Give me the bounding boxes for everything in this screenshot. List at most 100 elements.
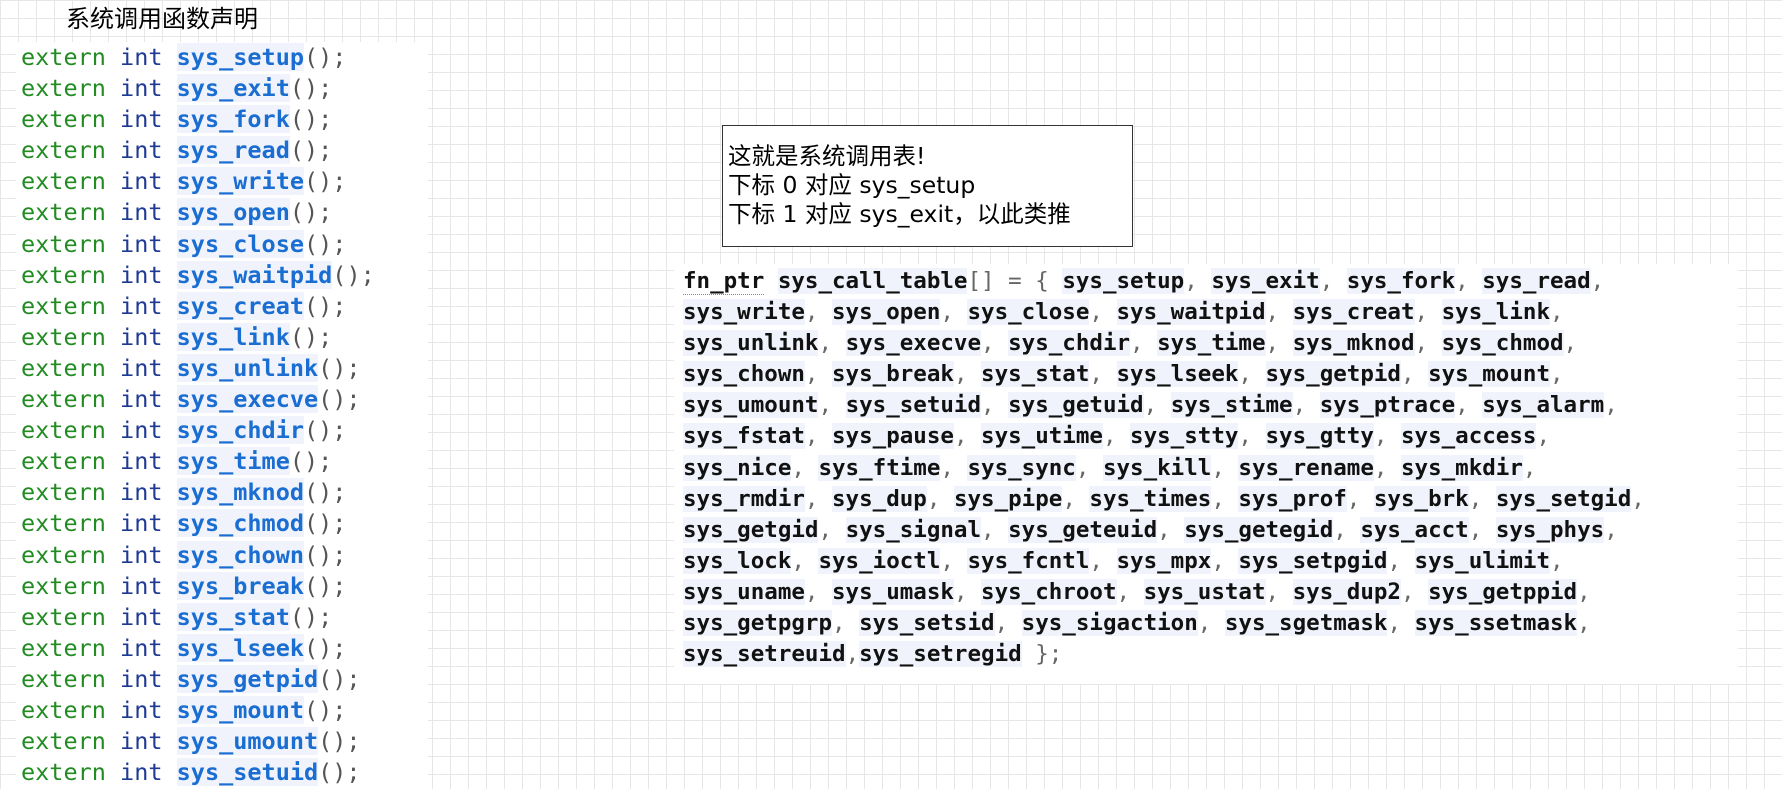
int-keyword: int bbox=[120, 602, 163, 631]
declaration-line: extern int sys_link(); bbox=[16, 322, 428, 353]
table-entry: sys_setuid bbox=[845, 392, 982, 419]
declaration-line: extern int sys_stat(); bbox=[16, 602, 428, 633]
comma: , bbox=[1157, 516, 1171, 543]
function-name: sys_open bbox=[176, 198, 290, 227]
declaration-suffix: (); bbox=[318, 353, 361, 382]
declaration-suffix: (); bbox=[304, 43, 347, 71]
comma: , bbox=[1265, 578, 1280, 605]
comma: , bbox=[926, 485, 941, 512]
table-entry: sys_umount bbox=[683, 392, 819, 419]
declaration-suffix: (); bbox=[318, 727, 361, 756]
section-title: 系统调用函数声明 bbox=[66, 5, 258, 33]
function-name: sys_waitpid bbox=[176, 260, 333, 289]
table-entry: sys_geteuid bbox=[1008, 516, 1158, 543]
function-name: sys_mknod bbox=[176, 478, 304, 507]
comma: , bbox=[1089, 361, 1103, 388]
int-keyword: int bbox=[120, 353, 163, 382]
table-entry: sys_sigaction bbox=[1021, 610, 1198, 637]
table-entry: sys_setup bbox=[1062, 268, 1185, 294]
table-entry: sys_ustat bbox=[1143, 578, 1266, 605]
int-keyword: int bbox=[120, 664, 163, 693]
table-entry: sys_getuid bbox=[1008, 392, 1144, 419]
table-entry: sys_mpx bbox=[1116, 547, 1212, 574]
table-entry: sys_unlink bbox=[683, 330, 819, 357]
table-entry: sys_ftime bbox=[818, 454, 941, 481]
comma: , bbox=[1455, 268, 1469, 294]
comma: , bbox=[1130, 330, 1144, 357]
syscall-table-code-block: fn_ptr sys_call_table[] = { sys_setup, s… bbox=[674, 264, 1738, 684]
callout-line: 下标 1 对应 sys_exit，以此类推 bbox=[728, 200, 1071, 228]
declaration-suffix: (); bbox=[289, 136, 333, 165]
comma: , bbox=[1400, 578, 1415, 605]
comma: , bbox=[1590, 268, 1605, 294]
extern-keyword: extern bbox=[21, 74, 106, 103]
declaration-line: extern int sys_waitpid(); bbox=[16, 260, 428, 291]
table-entry: sys_fork bbox=[1346, 268, 1456, 294]
table-entry: sys_setpgid bbox=[1238, 547, 1388, 574]
extern-keyword: extern bbox=[21, 136, 106, 165]
table-code-line: sys_write, sys_open, sys_close, sys_wait… bbox=[683, 297, 1738, 328]
declaration-line: extern int sys_lseek(); bbox=[16, 633, 428, 664]
table-entry: sys_alarm bbox=[1482, 392, 1605, 419]
table-entry: sys_umask bbox=[832, 578, 954, 605]
table-entry: sys_setregid bbox=[859, 641, 1022, 668]
table-open: [] = { bbox=[967, 268, 1049, 294]
comma: , bbox=[981, 392, 995, 419]
int-keyword: int bbox=[120, 322, 163, 351]
comma: , bbox=[1522, 454, 1537, 481]
comma: , bbox=[804, 361, 819, 388]
declaration-line: extern int sys_mount(); bbox=[16, 695, 428, 726]
callout-line: 下标 0 对应 sys_setup bbox=[728, 171, 976, 199]
extern-keyword: extern bbox=[21, 322, 106, 351]
declaration-suffix: (); bbox=[304, 695, 347, 724]
function-name: sys_setuid bbox=[176, 758, 319, 787]
declaration-suffix: (); bbox=[304, 229, 347, 258]
comma: , bbox=[1414, 330, 1429, 357]
declaration-line: extern int sys_break(); bbox=[16, 571, 428, 602]
int-keyword: int bbox=[120, 105, 163, 134]
table-entry: sys_rename bbox=[1238, 454, 1374, 481]
table-entry: sys_waitpid bbox=[1116, 299, 1266, 326]
table-code-line: sys_setreuid,sys_setregid }; bbox=[683, 639, 1738, 670]
table-code-line: sys_rmdir, sys_dup, sys_pipe, sys_times,… bbox=[683, 484, 1738, 515]
table-entry: sys_pipe bbox=[953, 485, 1063, 512]
int-keyword: int bbox=[120, 74, 163, 103]
table-entry: sys_setgid bbox=[1495, 485, 1632, 512]
declaration-line: extern int sys_creat(); bbox=[16, 291, 428, 322]
declaration-suffix: (); bbox=[289, 322, 333, 351]
comma: , bbox=[818, 392, 833, 419]
function-name: sys_lseek bbox=[176, 633, 304, 662]
comma: , bbox=[818, 330, 833, 357]
comma: , bbox=[1143, 392, 1158, 419]
extern-keyword: extern bbox=[21, 571, 106, 600]
table-entry: sys_creat bbox=[1292, 299, 1415, 326]
comma: , bbox=[1089, 299, 1103, 326]
extern-keyword: extern bbox=[21, 385, 106, 414]
declaration-suffix: (); bbox=[289, 602, 333, 631]
int-keyword: int bbox=[120, 478, 163, 507]
comma: , bbox=[1550, 299, 1564, 326]
declaration-line: extern int sys_write(); bbox=[16, 166, 428, 197]
declaration-suffix: (); bbox=[289, 74, 333, 103]
table-entry: sys_acct bbox=[1360, 516, 1469, 543]
declaration-line: extern int sys_open(); bbox=[16, 197, 428, 228]
comma: , bbox=[1089, 547, 1103, 574]
comma: , bbox=[1292, 392, 1307, 419]
table-entry: sys_brk bbox=[1373, 485, 1469, 512]
int-keyword: int bbox=[120, 416, 163, 445]
table-entry: sys_stty bbox=[1130, 423, 1239, 450]
comma: , bbox=[981, 330, 995, 357]
table-entry: sys_setsid bbox=[859, 610, 995, 637]
extern-keyword: extern bbox=[21, 105, 106, 134]
table-entry: sys_utime bbox=[981, 423, 1103, 450]
comma: , bbox=[804, 578, 819, 605]
extern-keyword: extern bbox=[21, 540, 106, 569]
comma: , bbox=[832, 610, 846, 637]
comma: , bbox=[1468, 516, 1483, 543]
comma: , bbox=[1604, 516, 1618, 543]
extern-keyword: extern bbox=[21, 167, 106, 196]
table-entry: sys_kill bbox=[1102, 454, 1212, 481]
comma: , bbox=[1238, 361, 1252, 388]
table-entry: sys_read bbox=[1482, 268, 1591, 294]
extern-keyword: extern bbox=[21, 695, 106, 724]
